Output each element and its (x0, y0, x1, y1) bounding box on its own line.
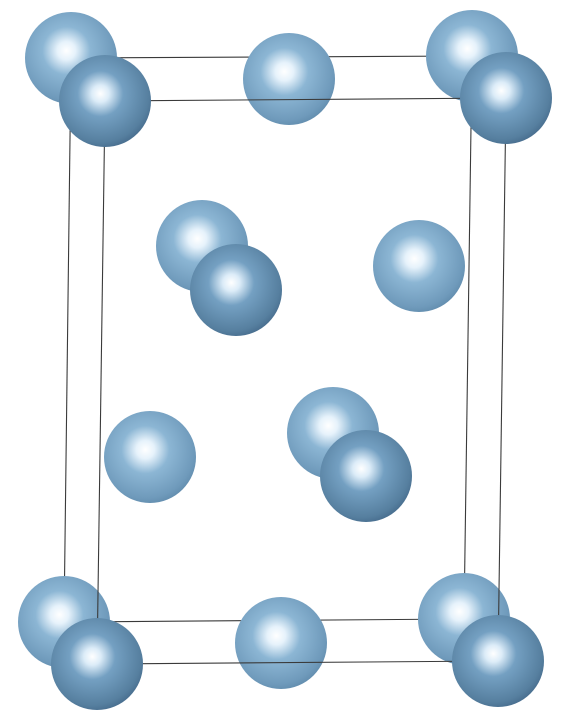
atom-front-bottom-left (51, 618, 143, 710)
atom-front-bottom-right (452, 615, 544, 707)
edge-back-left (63, 57, 72, 623)
depth-edges (63, 55, 507, 665)
atom-interior-lower-left (104, 411, 196, 503)
edge-front-bottom (96, 660, 499, 665)
edge-back-right (463, 55, 473, 620)
edge-front-right (497, 97, 507, 662)
atom-front-top-right (460, 52, 552, 144)
front-atoms (51, 52, 552, 710)
atom-interior-upper-left-front (190, 244, 282, 336)
front-face (96, 97, 507, 665)
atom-interior-upper-right (373, 220, 465, 312)
edge-front-top (104, 97, 507, 102)
atom-interior-lower-right-front (320, 430, 412, 522)
edge-front-left (96, 100, 106, 665)
atom-top-middle (243, 33, 335, 125)
atom-front-top-left (59, 55, 151, 147)
atom-bottom-middle (235, 597, 327, 689)
